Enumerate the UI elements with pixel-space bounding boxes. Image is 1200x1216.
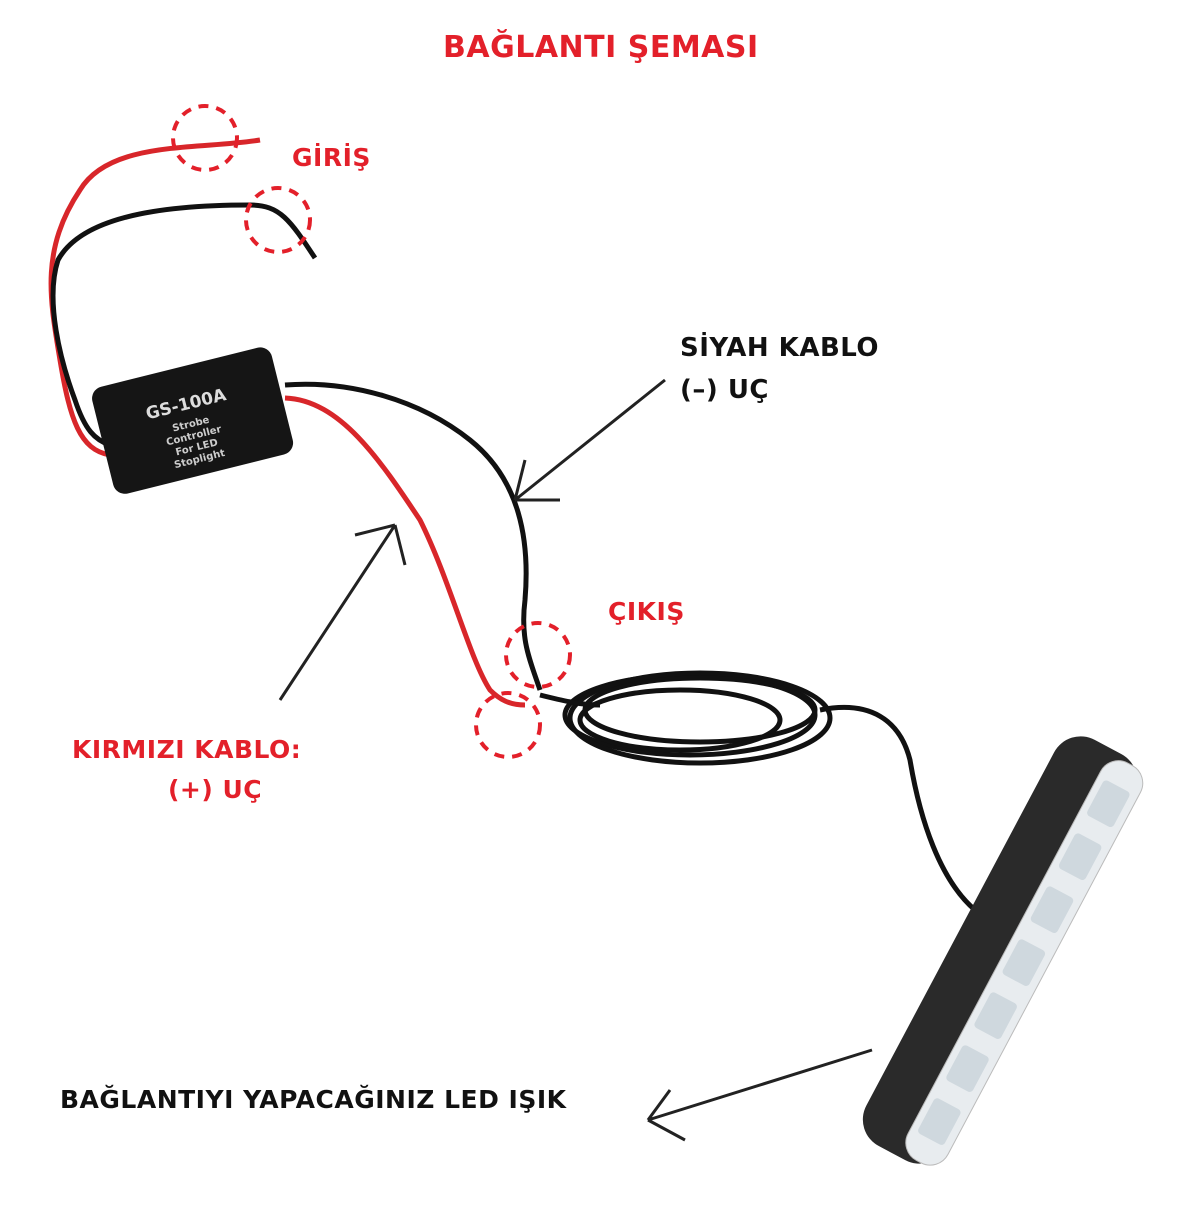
red-wire-arrow (278, 523, 407, 701)
output-red-marker (474, 691, 542, 759)
red-wire-pole-label: (+) UÇ (168, 775, 263, 804)
input-black-wire (50, 202, 318, 448)
black-wire-pole-label: (–) UÇ (680, 375, 770, 405)
page-title: BAĞLANTI ŞEMASI (443, 30, 759, 65)
input-red-marker (171, 104, 239, 172)
connection-markers (171, 104, 572, 759)
input-black-marker (244, 186, 312, 254)
led-light-label: BAĞLANTIYI YAPACAĞINIZ LED IŞIK (60, 1085, 567, 1114)
output-red-wire (284, 395, 526, 708)
output-label: ÇIKIŞ (608, 597, 685, 626)
output-black-wire (284, 381, 543, 691)
input-label: GİRİŞ (292, 143, 371, 172)
pointer-arrows (278, 378, 873, 1142)
led-light-bar (862, 736, 1144, 1166)
black-wire-arrow (513, 378, 666, 502)
led-arrow (646, 1048, 873, 1142)
strobe-controller-module: GS-100A Strobe Controller For LED Stopli… (92, 347, 294, 494)
black-wire-label: SİYAH KABLO (680, 333, 880, 363)
red-wire-label: KIRMIZI KABLO: (72, 735, 302, 764)
input-red-wire (48, 137, 261, 458)
coiled-cable (539, 670, 977, 912)
output-black-marker (504, 621, 572, 689)
